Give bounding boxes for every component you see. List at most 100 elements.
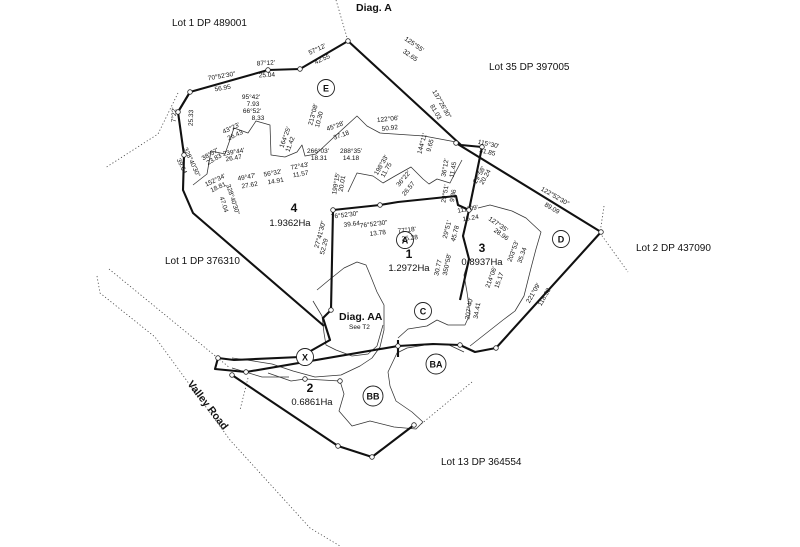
dimension-label: 77°18': [397, 225, 416, 235]
dimension-label: 39.64: [343, 220, 360, 229]
boundary-dimensions: 70°52'30"56.9587°12'25.0457°12'42.55125°…: [170, 35, 571, 320]
diag-aa-driveway-inner: [312, 300, 384, 357]
dimension-label: 39.64: [175, 158, 188, 176]
dimension-label: 15.24: [462, 214, 480, 224]
dimension-label: 76°52'30": [359, 218, 388, 229]
easement-e-label: E: [323, 84, 329, 94]
lot1-area: 1.2972Ha: [388, 263, 430, 274]
dimension-label: 8.33: [252, 115, 265, 122]
lot2-south-boundary: [231, 374, 415, 459]
dimension-label: 34.41: [473, 302, 483, 320]
easement-e-outline: [192, 115, 457, 186]
dimension-label: 20.01: [338, 175, 348, 193]
diag-aa: Diag. AA See T2: [339, 311, 383, 331]
lot1-lot2-divider: [213, 342, 461, 374]
dimension-label: 47.04: [218, 196, 230, 214]
dimension-label: 25.28: [401, 234, 418, 243]
dimension-label: 36°12': [440, 158, 451, 177]
dimension-label: 42.55: [314, 53, 332, 66]
dimension-label: 122°06': [376, 114, 399, 124]
dimension-label: 111°09': [457, 203, 479, 215]
dimension-label: 89.09: [543, 202, 561, 216]
lot-labels: 1 1.2972Ha 2 0.6861Ha 3 0.8937Ha 4 1.936…: [269, 201, 503, 408]
dimension-label: 56.95: [214, 84, 232, 94]
dimension-label: 13.78: [369, 229, 386, 238]
easement-a-outline: [347, 159, 463, 193]
dimension-label: 9.65: [426, 138, 436, 152]
lot3-west-edge: [458, 209, 471, 301]
dimension-label: 25.04: [259, 72, 276, 80]
diag-aa-driveway-outer: [231, 261, 385, 378]
dimension-label: 76°52'30": [330, 209, 359, 220]
lot2-number: 2: [307, 381, 314, 395]
lot4-number: 4: [291, 201, 298, 215]
lot2-area: 0.6861Ha: [291, 397, 333, 408]
easement-x-marker: [296, 348, 314, 366]
dimension-label: 26.47: [225, 154, 243, 164]
diag-aa-note: See T2: [349, 324, 370, 331]
survey-pegs: [175, 38, 604, 460]
dimension-label: 49°47': [237, 172, 256, 183]
dimension-label: 207°40': [463, 297, 475, 320]
dimension-label: 239°44': [222, 146, 245, 158]
dimension-label: 27.62: [241, 181, 259, 191]
dimension-label: 35.34: [517, 246, 529, 264]
dimension-label: 95°42': [242, 93, 260, 101]
dimension-label: 14.91: [267, 177, 285, 187]
neighbouring-boundaries: [96, 0, 629, 547]
dimension-label: 37.18: [333, 129, 351, 141]
easement-c-label: C: [420, 307, 427, 317]
dimension-label: 11.57: [292, 170, 309, 180]
dimension-label: 45.78: [450, 224, 461, 242]
easement-d-marker: [552, 230, 570, 248]
lot3-number: 3: [479, 241, 486, 255]
dimension-label: 31.85: [479, 147, 497, 157]
dimension-label: 52.29: [319, 237, 330, 255]
lot4-top-edge: [177, 91, 191, 113]
dimension-label: 29°51': [440, 184, 451, 203]
dimension-label: 30.77: [433, 259, 443, 277]
dimension-label: 87°12': [257, 59, 276, 68]
dimension-label: 56°32': [263, 168, 282, 179]
lot4-area: 1.9362Ha: [269, 218, 311, 229]
easement-d-label: D: [558, 235, 565, 245]
dimension-label: 9.36: [449, 189, 458, 203]
easement-a-label: A: [402, 236, 409, 246]
easement-c-marker: [414, 302, 432, 320]
easement-bb-label: BB: [367, 392, 380, 402]
easement-e-marker: [317, 79, 335, 97]
dimension-label: 266°03': [307, 147, 329, 155]
easement-d-outline: [469, 204, 542, 347]
adjoining-lot1-dp376310: Lot 1 DP 376310: [165, 256, 240, 267]
diag-a-label: Diag. A: [356, 2, 392, 14]
easement-ba-label: BA: [430, 360, 443, 370]
lot-boundaries: [176, 39, 603, 459]
dimension-label: 14.18: [343, 155, 360, 162]
dimension-label: 25.33: [188, 109, 196, 126]
dimension-label: 7.93: [247, 101, 260, 108]
dimension-label: 18.31: [311, 155, 328, 162]
dimension-label: 72°43': [290, 161, 309, 172]
dimension-label: 199°15': [330, 172, 342, 195]
adjoining-lot13-dp364554: Lot 13 DP 364554: [441, 457, 522, 468]
easement-bb-marker: [362, 385, 384, 407]
dimension-label: 50.92: [381, 124, 398, 133]
adjoining-lot1-dp489001: Lot 1 DP 489001: [172, 18, 247, 29]
easement-ba-marker: [425, 353, 447, 375]
adjoining-labels: Lot 1 DP 489001 Diag. A Lot 35 DP 397005…: [165, 2, 711, 468]
dimension-label: 11.45: [449, 161, 459, 178]
dimension-label: 66°52': [243, 107, 261, 115]
dimension-label: 10.30: [314, 110, 325, 128]
lot1-number: 1: [406, 247, 413, 261]
dimension-label: 288°35': [340, 147, 362, 155]
valley-road-label: Valley Road: [185, 378, 231, 432]
adjoining-lot35-dp397005: Lot 35 DP 397005: [489, 62, 570, 73]
dimension-label: 7°22': [170, 107, 179, 122]
lot3-area: 0.8937Ha: [461, 257, 503, 268]
easement-markers: E A D C X BA BB: [296, 79, 570, 407]
adjoining-lot2-dp437090: Lot 2 DP 437090: [636, 243, 711, 254]
easement-x-label: X: [302, 353, 308, 363]
diag-aa-title: Diag. AA: [339, 311, 383, 323]
easement-a-marker: [396, 231, 414, 249]
